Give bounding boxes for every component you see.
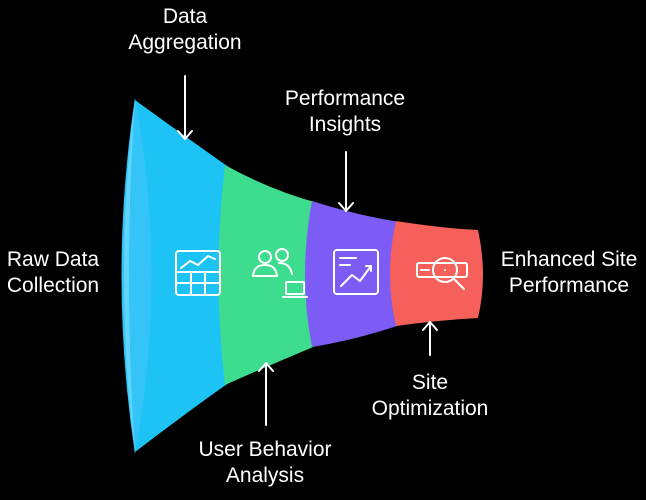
stage-site-optimization	[390, 221, 483, 326]
label-data-aggregation: Data Aggregation	[128, 5, 242, 54]
funnel-rim-highlight	[124, 98, 135, 454]
arrow-performance-insights	[338, 151, 354, 212]
label-site-optimization: Site Optimization	[371, 371, 489, 420]
arrow-user-behavior-analysis	[258, 362, 274, 426]
arrow-data-aggregation	[177, 75, 193, 140]
label-enhanced-site-performance: Enhanced Site Performance	[500, 248, 638, 297]
users-laptop-icon	[252, 248, 308, 298]
search-optimization-icon	[416, 257, 468, 290]
stage-performance-insights	[305, 201, 400, 347]
label-user-behavior-analysis: User Behavior Analysis	[198, 438, 332, 487]
stage-data-aggregation	[135, 100, 230, 452]
label-raw-data-collection: Raw Data Collection	[6, 248, 100, 297]
spreadsheet-chart-icon	[175, 250, 221, 296]
arrow-site-optimization	[422, 321, 438, 356]
line-chart-board-icon	[333, 249, 379, 295]
label-performance-insights: Performance Insights	[284, 87, 406, 136]
